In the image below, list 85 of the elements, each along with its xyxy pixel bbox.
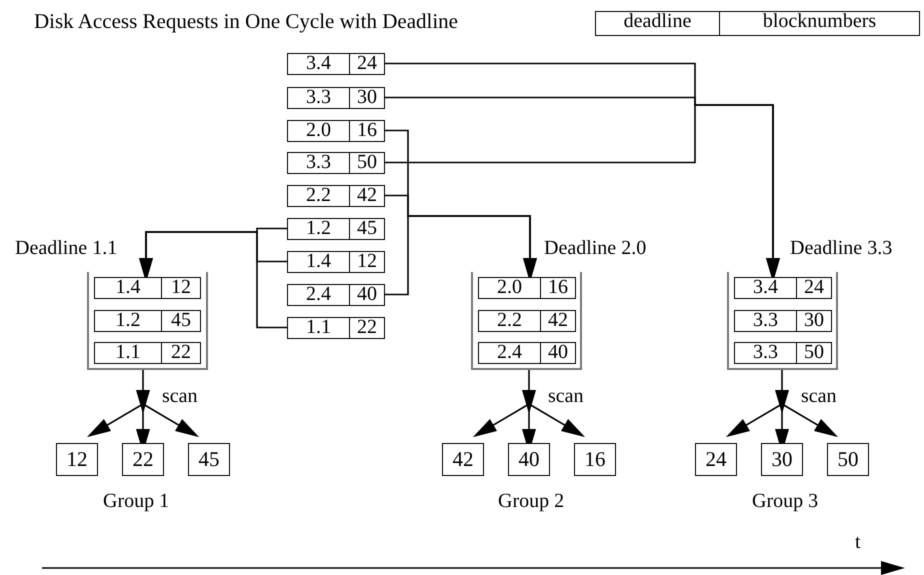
block-number: 50	[349, 152, 384, 172]
block-number: 45	[161, 310, 200, 330]
block-box: 12	[56, 443, 98, 476]
request-record	[287, 218, 385, 240]
block-number: 40	[349, 284, 384, 304]
arrow	[775, 370, 789, 414]
deadline-value: 2.4	[496, 343, 523, 363]
request-record	[734, 342, 832, 364]
block-box: 22	[122, 443, 164, 476]
deadline-value: 2.2	[496, 310, 523, 330]
deadline-value: 3.3	[752, 343, 779, 363]
deadline-value: 3.3	[305, 88, 332, 108]
deadline-value: 3.3	[305, 152, 332, 172]
deadline-value: 2.2	[305, 186, 332, 206]
block-number: 30	[349, 88, 384, 108]
block-number: 40	[540, 343, 575, 363]
deadline-value: 2.0	[496, 278, 523, 298]
axis-label: t	[855, 531, 861, 554]
request-record	[478, 310, 576, 332]
request-record	[478, 342, 576, 364]
request-record	[734, 310, 832, 332]
arrow	[522, 370, 536, 414]
block-box: 24	[695, 443, 737, 476]
request-record	[287, 86, 385, 108]
block-number: 12	[161, 278, 200, 298]
block-number: 50	[796, 343, 831, 363]
legend-record	[595, 11, 920, 36]
arrow	[142, 403, 200, 438]
deadline-value: 3.3	[752, 310, 779, 330]
arrow	[472, 403, 530, 438]
request-record	[94, 310, 201, 332]
arrow	[86, 403, 144, 438]
arrow	[385, 215, 537, 296]
request-record	[94, 342, 201, 364]
request-record	[287, 250, 385, 272]
deadline-value: 2.4	[305, 284, 332, 304]
deadline-value: 2.0	[305, 120, 332, 140]
arrow	[782, 403, 838, 438]
request-record	[287, 184, 385, 206]
request-record	[287, 52, 385, 74]
block-number: 42	[349, 186, 384, 206]
block-number: 45	[349, 218, 384, 238]
request-record	[287, 284, 385, 306]
arrow	[136, 370, 150, 414]
title: Disk Access Requests in One Cycle with Deadline	[34, 9, 458, 34]
deadline-value: deadline	[622, 12, 692, 34]
block-box: 16	[574, 443, 616, 476]
block-number: 24	[349, 54, 384, 74]
request-record	[287, 316, 385, 338]
bin-heading: Deadline 3.3	[790, 237, 892, 260]
block-number: 24	[796, 278, 831, 298]
block-box: 40	[508, 443, 550, 476]
group-label: Group 1	[103, 490, 170, 513]
block-box: 50	[827, 443, 869, 476]
request-record	[734, 277, 832, 299]
block-number: 22	[349, 318, 384, 338]
group-label: Group 2	[498, 490, 564, 513]
block-number: 42	[540, 310, 575, 330]
arrow	[139, 231, 287, 328]
block-box: 30	[761, 443, 803, 476]
deadline-value: 1.4	[305, 252, 332, 272]
bin-heading: Deadline 2.0	[544, 237, 646, 260]
block-number: 22	[161, 343, 200, 363]
block-number: 12	[349, 252, 384, 272]
deadline-value: 3.4	[305, 54, 332, 74]
deadline-value: 3.4	[752, 278, 779, 298]
bin-heading: Deadline 1.1	[15, 237, 118, 260]
deadline-value: 1.1	[305, 318, 332, 338]
deadline-value: 1.2	[114, 310, 142, 330]
request-record	[94, 277, 201, 299]
request-record	[478, 277, 576, 299]
block-number: 30	[796, 310, 831, 330]
arrow	[528, 403, 586, 438]
block-number: blocknumbers	[719, 12, 919, 35]
deadline-value: 1.4	[114, 278, 142, 298]
deadline-value: 1.2	[305, 218, 332, 238]
group-label: Group 3	[752, 490, 818, 513]
deadline-value: 1.1	[114, 343, 142, 363]
request-record	[287, 120, 385, 142]
block-number: 16	[349, 120, 384, 140]
block-box: 42	[442, 443, 484, 476]
request-record	[287, 152, 385, 174]
block-number: 16	[540, 278, 575, 298]
block-box: 45	[188, 443, 230, 476]
arrow	[726, 403, 782, 438]
